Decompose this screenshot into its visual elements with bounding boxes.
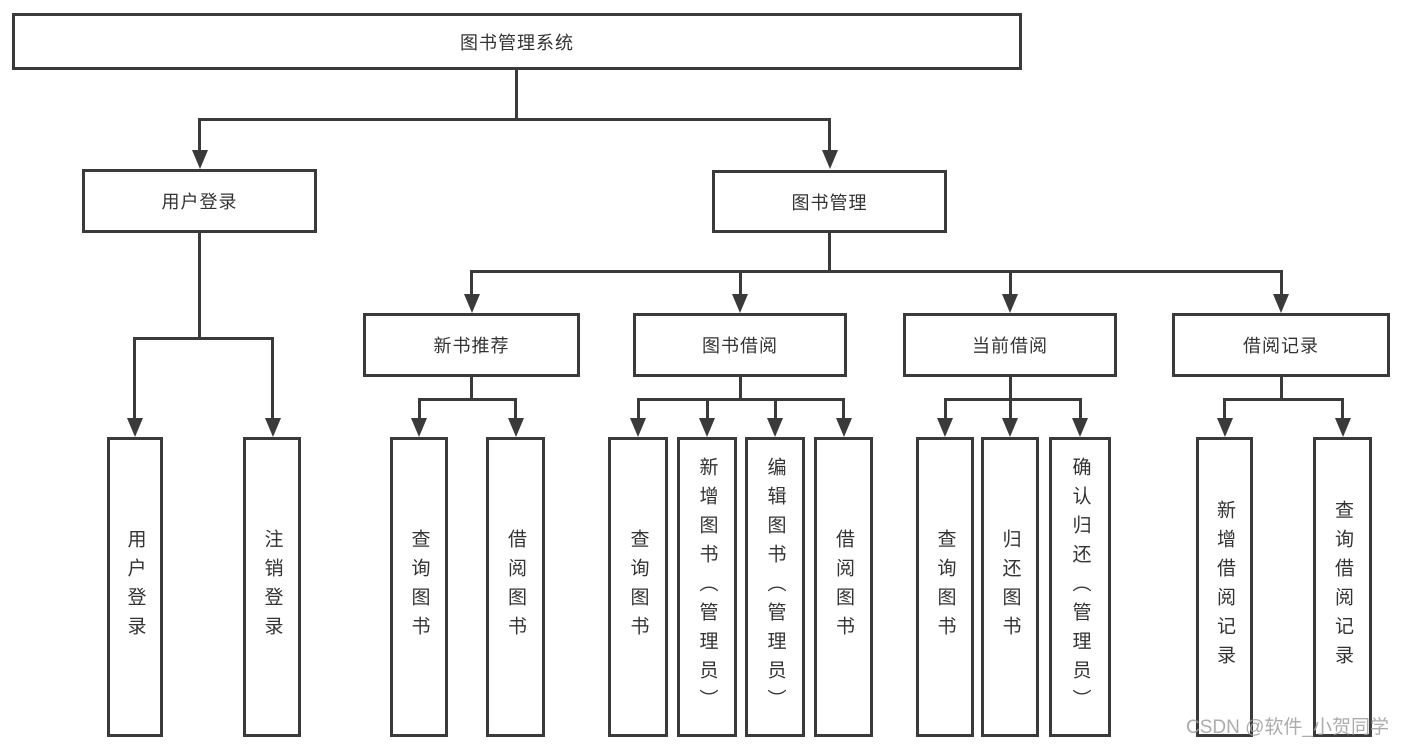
connector-line xyxy=(1079,398,1082,420)
connector-line xyxy=(470,270,1283,273)
csdn-watermark: CSDN @软件_小贺同学 xyxy=(1186,717,1389,738)
connector-line xyxy=(515,68,518,121)
arrow-down-icon xyxy=(1335,418,1351,437)
connector-line xyxy=(271,337,274,420)
connector-line xyxy=(1280,377,1283,401)
connector-line xyxy=(133,337,136,420)
arrow-down-icon xyxy=(836,418,852,437)
node-book-borrow: 图书借阅 xyxy=(633,313,847,377)
node-book-management-branch: 图书管理 xyxy=(712,170,947,233)
connector-line xyxy=(198,232,201,340)
connector-line xyxy=(944,398,1082,401)
connector-line xyxy=(828,118,831,152)
node-new-book-recommend: 新书推荐 xyxy=(363,313,580,377)
node-user-login-branch: 用户登录 xyxy=(82,169,317,233)
node-label: 借阅记录 xyxy=(1243,336,1319,356)
connector-line xyxy=(418,398,421,420)
arrow-down-icon xyxy=(265,418,281,437)
node-label: 查询借阅记录 xyxy=(1332,500,1353,674)
arrow-down-icon xyxy=(767,418,783,437)
connector-line xyxy=(198,118,201,152)
arrow-down-icon xyxy=(411,418,427,437)
node-label: 查询图书 xyxy=(408,529,430,645)
node-label: 归还图书 xyxy=(999,529,1021,645)
connector-line xyxy=(470,377,473,401)
node-label: 图书管理系统 xyxy=(460,32,574,53)
arrow-down-icon xyxy=(192,150,208,169)
arrow-down-icon xyxy=(630,418,646,437)
connector-line xyxy=(637,398,640,420)
arrow-down-icon xyxy=(699,418,715,437)
connector-line xyxy=(774,398,777,420)
connector-line xyxy=(418,398,517,401)
node-label: 确认归还（管理员） xyxy=(1069,456,1091,718)
connector-line xyxy=(1341,398,1344,420)
node-label: 新书推荐 xyxy=(433,336,510,356)
arrow-down-icon xyxy=(732,294,748,313)
connector-line xyxy=(944,398,947,420)
connector-line xyxy=(514,398,517,420)
node-label: 图书管理 xyxy=(791,192,868,213)
arrow-down-icon xyxy=(1072,418,1088,437)
node-leaf-query-books-borrow: 查询图书 xyxy=(608,437,668,737)
node-leaf-borrow-books: 借阅图书 xyxy=(814,437,873,737)
connector-line xyxy=(133,337,274,340)
node-leaf-return-books: 归还图书 xyxy=(981,437,1039,737)
connector-line xyxy=(842,398,845,420)
node-label: 编辑图书（管理员） xyxy=(764,456,786,718)
node-label: 用户登录 xyxy=(161,192,238,212)
node-leaf-user-login: 用户登录 xyxy=(107,437,163,737)
connector-line xyxy=(1009,377,1012,401)
node-label: 注销登录 xyxy=(261,529,283,645)
node-leaf-query-books-current: 查询图书 xyxy=(916,437,974,737)
node-current-borrow: 当前借阅 xyxy=(903,313,1117,377)
connector-line xyxy=(1223,398,1226,420)
node-leaf-query-borrow-record: 查询借阅记录 xyxy=(1313,437,1372,737)
connector-line xyxy=(1280,270,1283,296)
node-leaf-confirm-return-admin: 确认归还（管理员） xyxy=(1049,437,1111,737)
node-label: 查询图书 xyxy=(934,529,956,645)
connector-line xyxy=(1009,398,1012,420)
node-label: 借阅图书 xyxy=(505,529,526,645)
node-label: 用户登录 xyxy=(124,529,146,645)
node-leaf-add-borrow-record: 新增借阅记录 xyxy=(1196,437,1253,737)
connector-line xyxy=(828,233,831,273)
connector-line xyxy=(637,398,845,401)
arrow-down-icon xyxy=(1273,294,1289,313)
node-label: 图书借阅 xyxy=(702,336,778,356)
connector-line xyxy=(198,118,831,121)
node-borrow-records: 借阅记录 xyxy=(1172,313,1390,377)
arrow-down-icon xyxy=(1002,418,1018,437)
node-leaf-logout: 注销登录 xyxy=(243,437,301,737)
arrow-down-icon xyxy=(508,418,524,437)
arrow-down-icon xyxy=(464,294,480,313)
connector-line xyxy=(1009,270,1012,296)
node-label: 当前借阅 xyxy=(972,336,1048,356)
arrow-down-icon xyxy=(127,418,143,437)
node-label: 新增借阅记录 xyxy=(1214,500,1235,674)
node-leaf-query-books-recommend: 查询图书 xyxy=(390,437,448,737)
arrow-down-icon xyxy=(1217,418,1233,437)
node-root-library-system: 图书管理系统 xyxy=(12,13,1022,70)
connector-line xyxy=(470,270,473,296)
node-label: 查询图书 xyxy=(627,529,649,645)
node-leaf-add-books-admin: 新增图书（管理员） xyxy=(677,437,737,737)
arrow-down-icon xyxy=(1002,294,1018,313)
node-label: 新增图书（管理员） xyxy=(696,456,718,718)
arrow-down-icon xyxy=(822,150,838,169)
arrow-down-icon xyxy=(937,418,953,437)
connector-line xyxy=(1223,398,1344,401)
connector-line xyxy=(706,398,709,420)
connector-line xyxy=(739,377,742,401)
node-leaf-borrow-books-recommend: 借阅图书 xyxy=(486,437,545,737)
connector-line xyxy=(739,270,742,296)
node-leaf-edit-books-admin: 编辑图书（管理员） xyxy=(745,437,805,737)
node-label: 借阅图书 xyxy=(833,529,854,645)
